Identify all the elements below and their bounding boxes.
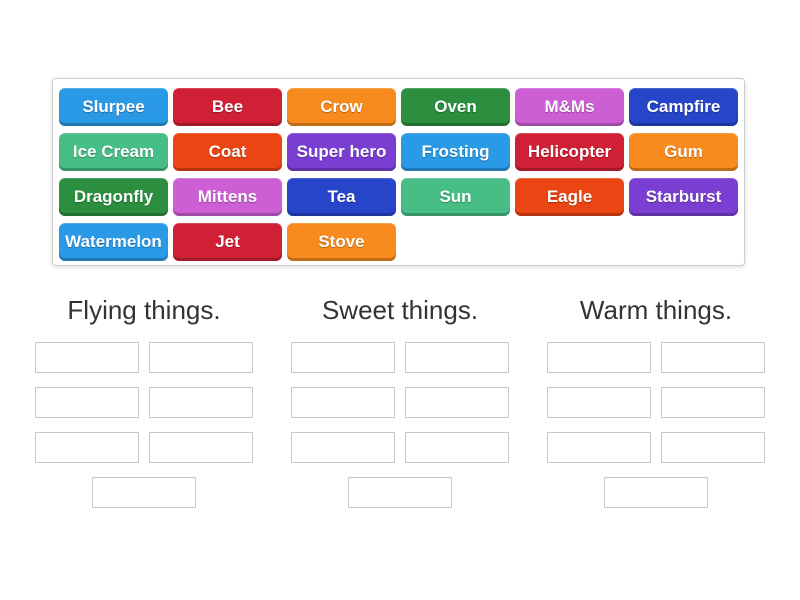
word-tile-starburst[interactable]: Starburst: [629, 178, 738, 216]
category-title-sweet: Sweet things.: [321, 295, 479, 325]
word-tile-sun[interactable]: Sun: [401, 178, 510, 216]
drop-slot[interactable]: [661, 432, 765, 463]
word-tile-mms[interactable]: M&Ms: [515, 88, 624, 126]
drop-slot[interactable]: [92, 477, 196, 508]
drop-slot[interactable]: [547, 342, 651, 373]
word-tile-campfire[interactable]: Campfire: [629, 88, 738, 126]
category-title-warm: Warm things.: [579, 295, 733, 325]
word-tile-tea[interactable]: Tea: [287, 178, 396, 216]
drop-slot[interactable]: [35, 387, 139, 418]
drop-slot[interactable]: [661, 342, 765, 373]
word-tile-eagle[interactable]: Eagle: [515, 178, 624, 216]
word-tile-coat[interactable]: Coat: [173, 133, 282, 171]
drop-slot[interactable]: [348, 477, 452, 508]
drop-slot[interactable]: [405, 387, 509, 418]
drop-slot[interactable]: [149, 387, 253, 418]
drop-slot[interactable]: [291, 432, 395, 463]
drop-slot[interactable]: [149, 342, 253, 373]
word-tile-slurpee[interactable]: Slurpee: [59, 88, 168, 126]
drop-slot[interactable]: [291, 342, 395, 373]
word-tile-jet[interactable]: Jet: [173, 223, 282, 261]
drop-slot[interactable]: [35, 432, 139, 463]
drop-slot[interactable]: [547, 387, 651, 418]
category-group-warm: Warm things.: [547, 294, 765, 508]
tile-tray: Slurpee Bee Crow Oven M&Ms Campfire Ice …: [52, 78, 745, 266]
drop-slot[interactable]: [604, 477, 708, 508]
drop-slot[interactable]: [661, 387, 765, 418]
word-tile-mittens[interactable]: Mittens: [173, 178, 282, 216]
word-tile-oven[interactable]: Oven: [401, 88, 510, 126]
word-tile-frosting[interactable]: Frosting: [401, 133, 510, 171]
word-tile-crow[interactable]: Crow: [287, 88, 396, 126]
word-tile-bee[interactable]: Bee: [173, 88, 282, 126]
drop-slot[interactable]: [149, 432, 253, 463]
word-tile-dragonfly[interactable]: Dragonfly: [59, 178, 168, 216]
drop-slot[interactable]: [291, 387, 395, 418]
slot-grid-sweet: [291, 342, 509, 508]
slot-grid-warm: [547, 342, 765, 508]
drop-slot[interactable]: [35, 342, 139, 373]
word-tile-super-hero[interactable]: Super hero: [287, 133, 396, 171]
category-group-flying: Flying things.: [35, 294, 253, 508]
category-title-flying: Flying things.: [67, 295, 221, 325]
drop-slot[interactable]: [547, 432, 651, 463]
word-tile-stove[interactable]: Stove: [287, 223, 396, 261]
drop-slot[interactable]: [405, 432, 509, 463]
slot-grid-flying: [35, 342, 253, 508]
category-group-sweet: Sweet things.: [291, 294, 509, 508]
drop-slot[interactable]: [405, 342, 509, 373]
word-tile-watermelon[interactable]: Watermelon: [59, 223, 168, 261]
word-tile-gum[interactable]: Gum: [629, 133, 738, 171]
word-tile-ice-cream[interactable]: Ice Cream: [59, 133, 168, 171]
word-tile-helicopter[interactable]: Helicopter: [515, 133, 624, 171]
